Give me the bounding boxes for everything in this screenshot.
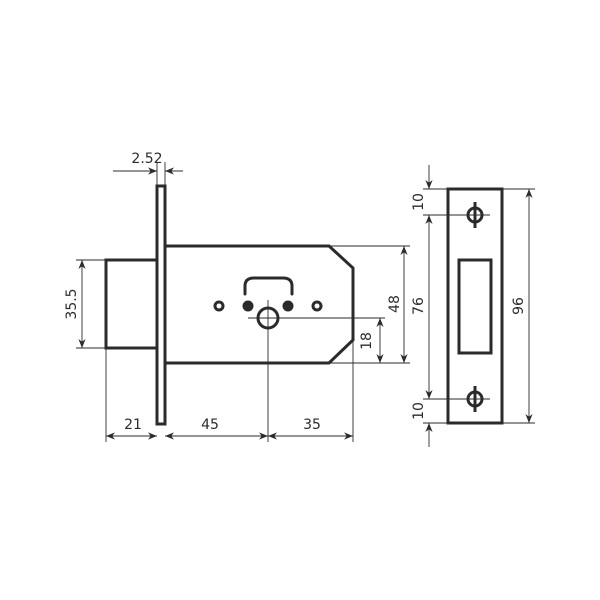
- bolt-opening: [457, 258, 493, 355]
- screw-hole-right: [311, 300, 323, 312]
- dim-strike-hole-spacing: 76: [411, 297, 427, 315]
- dim-cylinder-to-bottom: 18: [359, 332, 375, 350]
- strike-plate-view: [446, 187, 504, 425]
- dim-strike-total-height: 96: [511, 297, 527, 315]
- dim-strike-bottom-margin: 10: [411, 402, 427, 420]
- dim-strike-top-margin: 10: [411, 193, 427, 211]
- lock-case: [163, 244, 355, 365]
- bolt: [104, 258, 157, 350]
- dim-body-height: 48: [387, 295, 403, 313]
- follower-slot: [243, 276, 294, 296]
- dim-bolt-height: 35.5: [64, 288, 80, 319]
- strike-dimensions: 10 76 10 96: [411, 165, 535, 447]
- strike-plate: [446, 187, 504, 425]
- dim-faceplate-thickness: 2.52: [131, 151, 162, 167]
- screw-hole-left: [213, 300, 225, 312]
- pin-left: [242, 300, 254, 312]
- dim-backset: 45: [201, 417, 219, 433]
- lock-body-view: [104, 184, 355, 426]
- dim-cylinder-to-back: 35: [303, 417, 321, 433]
- lock-dimensions: 2.52 35.5 21 45 35 48 18: [64, 151, 410, 442]
- pin-right: [282, 300, 294, 312]
- dim-bolt-projection: 21: [124, 417, 142, 433]
